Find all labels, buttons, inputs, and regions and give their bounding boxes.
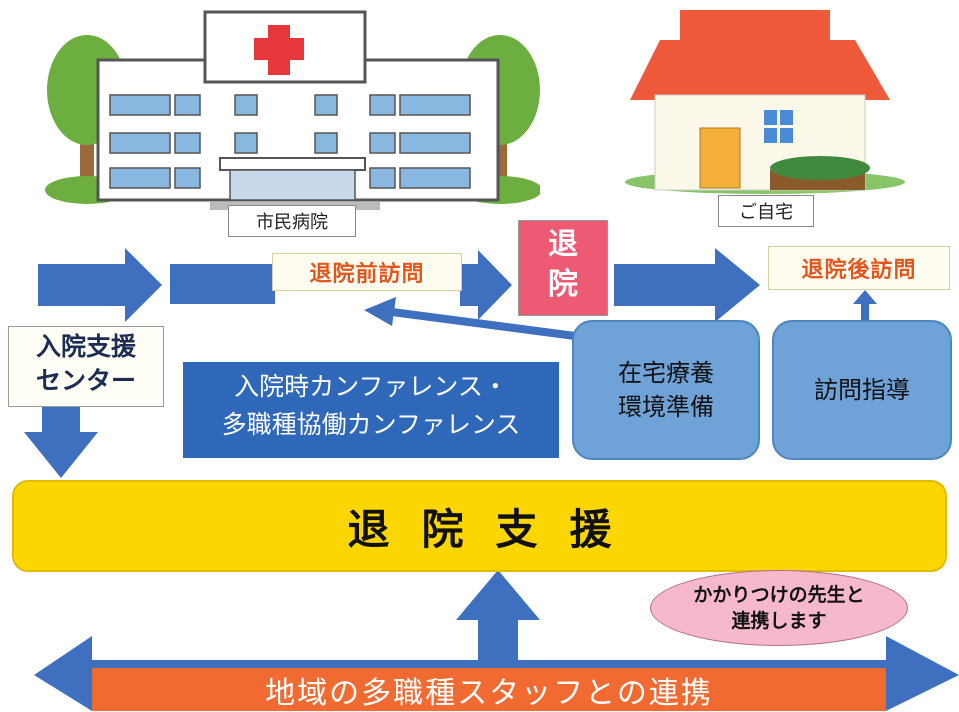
hospital-illustration <box>45 10 540 210</box>
home-care-prep-line2: 環境準備 <box>618 393 714 421</box>
big-up-arrow-icon <box>456 570 540 620</box>
house-illustration <box>625 10 905 194</box>
community-collaboration-bar: 地域の多職種スタッフとの連携 <box>92 668 886 711</box>
visit-guidance-label: 訪問指導 <box>814 376 910 404</box>
discharge-support-label: 退院支援 <box>347 504 644 554</box>
bottom-left-arrowhead-icon <box>34 636 92 711</box>
community-label: 地域の多職種スタッフとの連携 <box>265 675 713 711</box>
home-care-prep-box: 在宅療養 環境準備 <box>572 320 760 460</box>
discharge-line1: 退 <box>548 227 578 262</box>
back-arrow-icon <box>364 297 396 326</box>
family-doctor-line2: 連携します <box>731 610 827 632</box>
conference-box: 入院時カンファレンス・ 多職種協働カンファレンス <box>183 362 559 458</box>
home-label: ご自宅 <box>718 195 814 227</box>
admission-support-center-box: 入院支援 センター <box>8 326 164 407</box>
home-care-prep-line1: 在宅療養 <box>618 359 714 387</box>
post-discharge-visit-label: 退院後訪問 <box>768 246 950 290</box>
up-arrow-small-icon <box>853 290 877 304</box>
family-doctor-ellipse: かかりつけの先生と 連携します <box>650 570 908 646</box>
pre-discharge-visit-label: 退院前訪問 <box>272 253 462 291</box>
admission-center-line2: センター <box>35 366 136 395</box>
visit-guidance-box: 訪問指導 <box>772 320 952 460</box>
to-post-discharge-arrow-icon <box>614 248 760 322</box>
hospital-band-arrow <box>170 264 275 304</box>
entry-arrow-icon <box>38 248 162 322</box>
conference-line2: 多職種協働カンファレンス <box>221 410 521 439</box>
family-doctor-line1: かかりつけの先生と <box>693 584 865 606</box>
red-cross-icon <box>254 25 304 75</box>
to-discharge-arrow-icon <box>460 250 512 320</box>
admission-center-line1: 入院支援 <box>35 332 136 361</box>
hospital-label: 市民病院 <box>228 205 356 237</box>
down-arrow-icon <box>24 406 98 478</box>
discharge-box: 退 院 <box>518 220 608 316</box>
conference-line1: 入院時カンファレンス・ <box>234 372 508 401</box>
discharge-line2: 院 <box>548 267 578 302</box>
bottom-right-arrowhead-icon <box>886 636 959 711</box>
discharge-support-bar: 退院支援 <box>12 480 947 572</box>
